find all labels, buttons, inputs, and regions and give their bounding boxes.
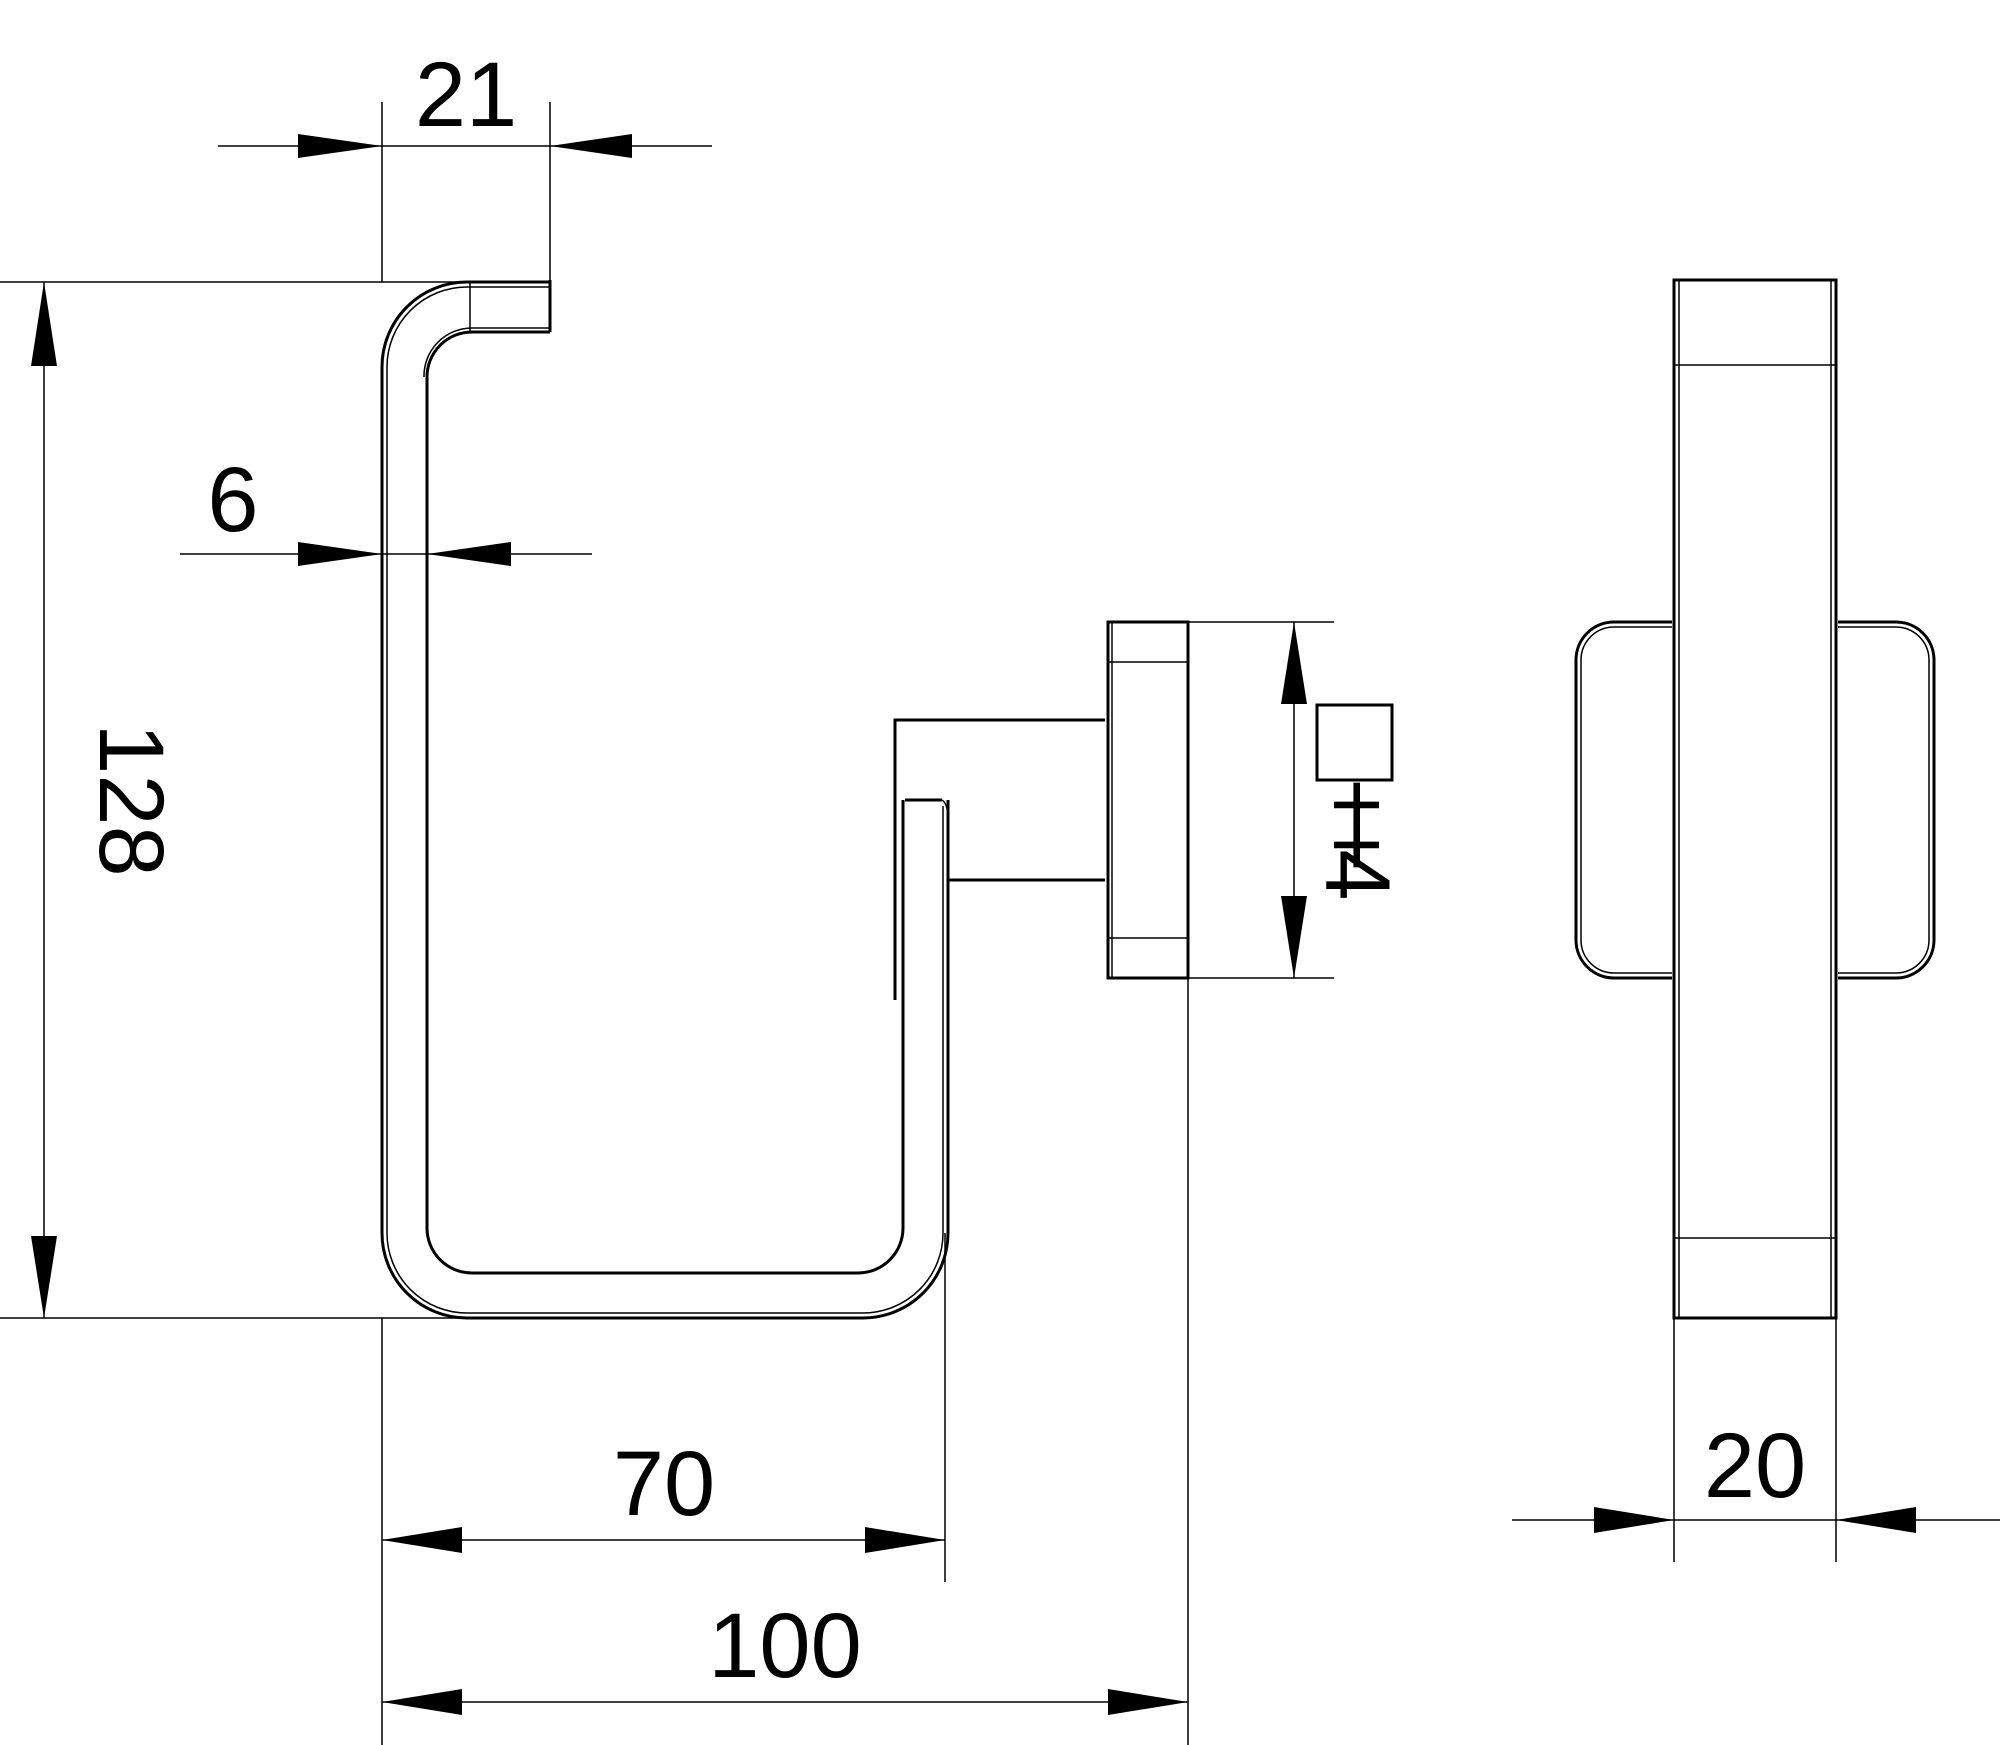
arrowhead xyxy=(865,1527,945,1553)
arrowhead xyxy=(1594,1507,1674,1533)
dimension-wall-thickness: 6 xyxy=(180,449,592,566)
side-view xyxy=(1574,278,1936,1320)
rose-body xyxy=(1106,620,1190,980)
dimension-label-21: 21 xyxy=(415,44,517,146)
handle-inner-contour-inner xyxy=(423,327,550,378)
arrowhead xyxy=(31,1236,57,1318)
tolerance-plus-icon: + xyxy=(1306,778,1408,832)
arrowhead xyxy=(382,1689,462,1715)
rose-front-view xyxy=(1106,620,1190,980)
arrowhead xyxy=(382,1527,462,1553)
side-rose-left xyxy=(1574,620,1672,980)
dimension-label-6: 6 xyxy=(207,449,258,551)
arrowhead xyxy=(1281,622,1307,704)
dimension-inner-width: 70 xyxy=(381,1233,946,1745)
handle-outer-contour xyxy=(380,280,950,1320)
arrowhead xyxy=(1108,1689,1188,1715)
side-rose-right xyxy=(1838,620,1936,980)
arrowhead xyxy=(427,542,511,566)
handle-neck-curl xyxy=(941,799,949,816)
handle-front-view xyxy=(380,280,1105,1320)
side-rose-right-inner xyxy=(1838,626,1930,974)
arrowhead xyxy=(298,134,382,158)
handle-inner-contour xyxy=(425,330,905,1275)
dimension-label-20: 20 xyxy=(1704,1415,1806,1517)
arrowhead xyxy=(550,134,632,158)
handle-neck-top xyxy=(893,718,1105,725)
arrowhead xyxy=(1281,896,1307,978)
dimension-total-width: 100 xyxy=(382,978,1189,1745)
arrowhead xyxy=(1836,1507,1916,1533)
dimension-label-128: 128 xyxy=(80,723,182,877)
dimension-label-70: 70 xyxy=(613,1433,715,1535)
side-handle-bar xyxy=(1672,278,1838,1320)
dimension-height: 128 xyxy=(0,281,470,1319)
dimension-label-100: 100 xyxy=(708,1595,862,1697)
dimension-side-depth: 20 xyxy=(1512,1318,2000,1562)
tolerance-plus-icon: + xyxy=(1306,818,1408,872)
dimension-top-width: 21 xyxy=(218,44,712,282)
arrowhead xyxy=(31,282,57,366)
side-rose-left-inner xyxy=(1580,626,1672,974)
square-symbol-icon xyxy=(1315,703,1394,782)
arrowhead xyxy=(298,542,382,566)
dimension-label-4: 4 xyxy=(1306,849,1408,900)
handle-outer-contour-inner xyxy=(386,286,944,1314)
dimension-square-spindle: 4 + + xyxy=(1188,621,1408,979)
